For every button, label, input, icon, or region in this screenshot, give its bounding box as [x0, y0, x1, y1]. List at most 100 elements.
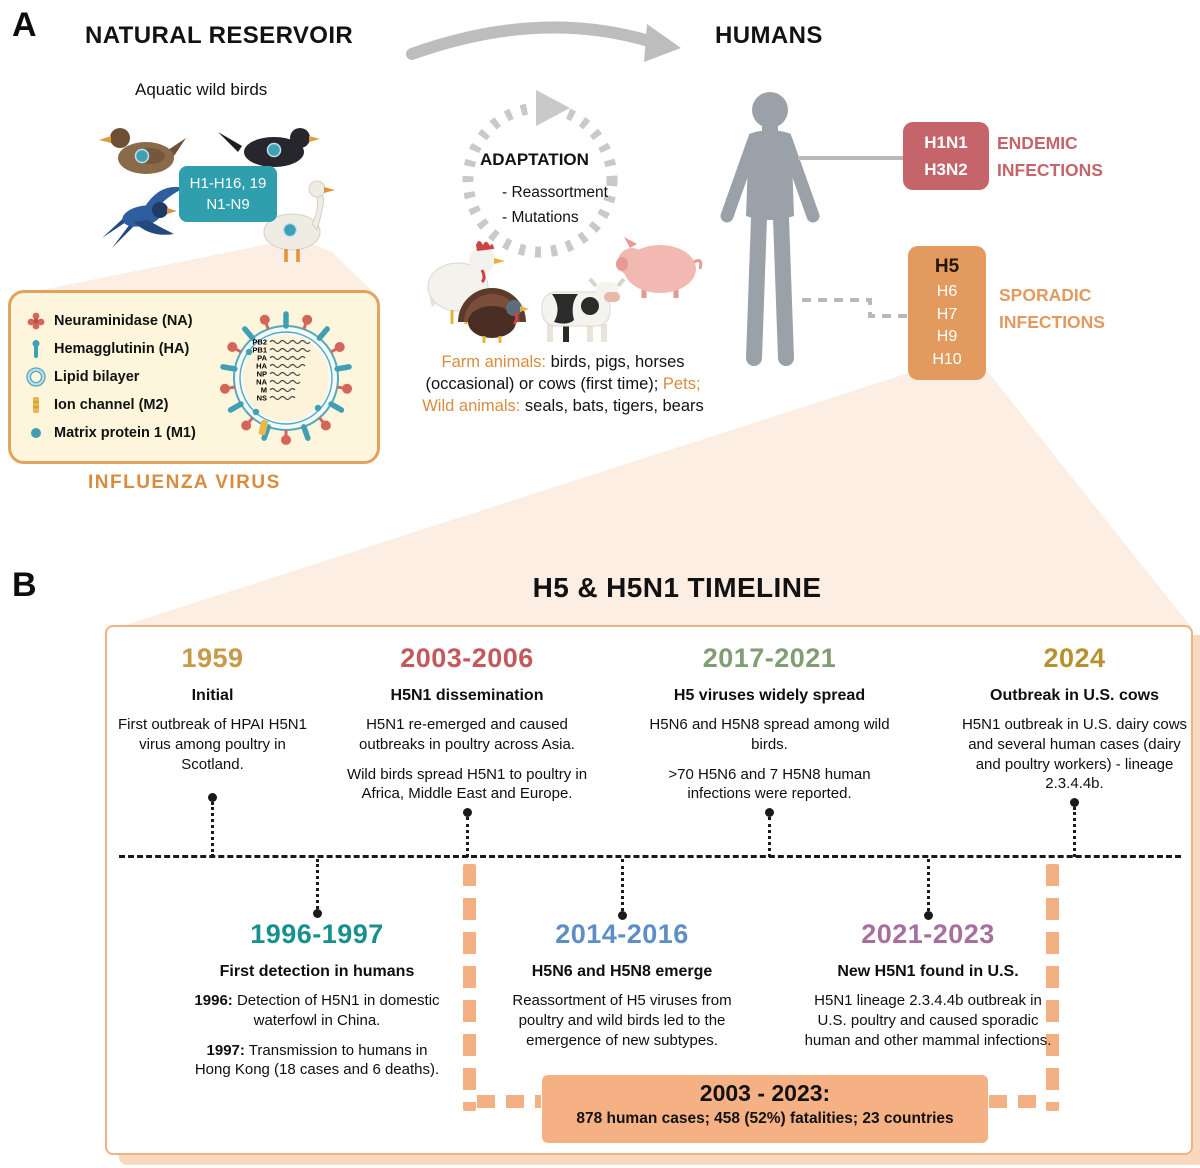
matrix-protein-icon	[31, 428, 41, 438]
event-year: 1959	[181, 643, 244, 673]
endemic-infections-label: ENDEMIC INFECTIONS	[997, 133, 1103, 181]
sporadic-h9: H9	[936, 328, 958, 346]
wild-animals-label: Wild animals:	[422, 396, 521, 415]
pets-label: Pets;	[662, 374, 701, 393]
reservoir-to-humans-arrow-icon	[406, 21, 681, 62]
timeline-connector	[463, 808, 472, 857]
virus-legend-list: Neuraminidase (NA) Hemagglutinin (HA) Li…	[25, 307, 196, 447]
event-text: >70 H5N6 and 7 H5N8 human infections wer…	[668, 765, 871, 803]
endemic-h3n2: H3N2	[924, 160, 968, 180]
timeline-connector	[765, 808, 774, 857]
wild-birds-illustration	[99, 128, 335, 262]
endemic-h1n1: H1N1	[924, 133, 968, 152]
sporadic-h6: H6	[936, 282, 958, 300]
panel-b-label: B	[12, 566, 37, 604]
event-year: 2017-2021	[702, 643, 837, 673]
sporadic-h7: H7	[936, 305, 958, 323]
orange-bracket-right-stub	[989, 1095, 1047, 1108]
orange-bracket-left-stub	[477, 1095, 541, 1108]
human-silhouette	[720, 92, 820, 366]
subtypes-line2: N1-N9	[206, 196, 250, 213]
event-text: H5N6 and H5N8 spread among wild birds.	[649, 716, 890, 753]
event-title: H5 viruses widely spread	[673, 687, 866, 704]
virus-segment-label: NP	[257, 370, 267, 379]
virus-segment-label: NA	[256, 378, 267, 387]
timeline-box: 1959 Initial First outbreak of HPAI H5N1…	[105, 625, 1193, 1155]
influenza-virus-legend-box: Neuraminidase (NA) Hemagglutinin (HA) Li…	[8, 290, 380, 464]
timeline-event-1996-1997: 1996-1997 First detection in humans 1996…	[187, 919, 447, 1080]
adaptation-cycle-icon	[462, 90, 618, 258]
cow-icon	[541, 277, 626, 342]
legend-item-na: Neuraminidase (NA)	[25, 307, 196, 335]
event-title: Outbreak in U.S. cows	[990, 687, 1159, 704]
legend-item-m1: Matrix protein 1 (M1)	[25, 419, 196, 447]
virus-m2-channel	[258, 419, 269, 436]
event-text: 1997: Transmission to humans in Hong Kon…	[194, 1041, 440, 1079]
farm-animals-label: Farm animals:	[441, 353, 547, 371]
ion-channel-icon	[33, 397, 39, 413]
event-text: H5N1 lineage 2.3.4.4b outbreak in U.S. p…	[804, 992, 1052, 1049]
summary-box: 2003 - 2023: 878 human cases; 458 (52%) …	[542, 1075, 988, 1143]
event-year: 2024	[1043, 643, 1106, 673]
virus-segment-label: PB2	[252, 338, 267, 347]
event-text: Reassortment of H5 viruses from poultry …	[512, 992, 732, 1049]
orange-bracket-left	[463, 864, 476, 1111]
event-title: First detection in humans	[219, 963, 415, 980]
timeline-axis	[119, 855, 1181, 858]
neuraminidase-icon	[27, 312, 45, 330]
blackbird-icon	[218, 128, 320, 167]
pig-icon	[616, 237, 703, 298]
orange-bracket-right	[1046, 864, 1059, 1111]
event-text: H5N1 outbreak in U.S. dairy cows and sev…	[961, 716, 1188, 793]
summary-text: 878 human cases; 458 (52%) fatalities; 2…	[576, 1110, 954, 1127]
aquatic-wild-birds-label: Aquatic wild birds	[135, 80, 268, 99]
timeline-event-2024: 2024 Outbreak in U.S. cows H5N1 outbreak…	[957, 643, 1192, 794]
timeline-event-1959: 1959 Initial First outbreak of HPAI H5N1…	[115, 643, 310, 774]
swallow-icon	[102, 186, 184, 248]
adaptation-item-reassortment: - Reassortment	[502, 184, 608, 201]
h5-to-timeline-beam	[116, 372, 1192, 628]
timeline-connector	[313, 859, 322, 918]
goose-icon	[263, 180, 335, 262]
farm-animals-list: birds, pigs, horses (occasional) or cows…	[425, 353, 685, 393]
panel-a-label: A	[12, 6, 37, 44]
legend-item-lipid: Lipid bilayer	[25, 363, 196, 391]
virus-segment-label: M	[261, 386, 267, 395]
infection-connector-lines	[798, 156, 910, 318]
event-title: H5N6 and H5N8 emerge	[531, 963, 713, 980]
duck-icon	[99, 128, 186, 174]
event-title: New H5N1 found in U.S.	[837, 963, 1019, 980]
subtypes-line1: H1-H16, 19	[189, 175, 267, 192]
virus-gene-segments: PB2 PB1 PA HA NP NA M NS	[252, 338, 311, 403]
event-text: Wild birds spread H5N1 to poultry in Afr…	[346, 765, 588, 803]
timeline-connector	[924, 859, 933, 920]
hemagglutinin-icon	[32, 340, 40, 358]
adaptation-item-mutations: - Mutations	[502, 209, 579, 226]
reservoir-subtypes-box: H1-H16, 19 N1-N9	[179, 166, 277, 222]
event-text: First outbreak of HPAI H5N1 virus among …	[118, 716, 307, 773]
wild-animals-list: seals, bats, tigers, bears	[520, 396, 704, 415]
timeline-connector	[1070, 798, 1079, 857]
humans-title: HUMANS	[715, 22, 823, 49]
sporadic-subtypes-box: H5 H6 H7 H9 H10	[908, 246, 986, 380]
summary-title: 2003 - 2023:	[699, 1080, 831, 1106]
sporadic-h10: H10	[932, 351, 962, 369]
intermediate-hosts-illustration	[427, 237, 703, 343]
timeline-event-2017-2021: 2017-2021 H5 viruses widely spread H5N6 …	[647, 643, 892, 804]
legend-item-ha: Hemagglutinin (HA)	[25, 335, 196, 363]
event-year: 1996-1997	[250, 919, 384, 949]
event-text: H5N1 re-emerged and caused outbreaks in …	[359, 716, 575, 753]
influenza-virus-caption: INFLUENZA VIRUS	[88, 472, 281, 493]
timeline-title: H5 & H5N1 TIMELINE	[532, 572, 822, 603]
adaptation-title: ADAPTATION	[480, 150, 589, 169]
virus-segment-label: PB1	[252, 346, 267, 355]
virus-surface-proteins	[219, 311, 353, 445]
endemic-subtypes-box: H1N1 H3N2	[903, 122, 989, 191]
turkey-icon	[458, 288, 529, 343]
event-title: H5N1 dissemination	[390, 687, 544, 704]
timeline-connector	[208, 793, 217, 857]
event-year: 2014-2016	[555, 919, 689, 949]
timeline-event-2021-2023: 2021-2023 New H5N1 found in U.S. H5N1 li…	[804, 919, 1052, 1050]
event-title: Initial	[191, 687, 234, 704]
